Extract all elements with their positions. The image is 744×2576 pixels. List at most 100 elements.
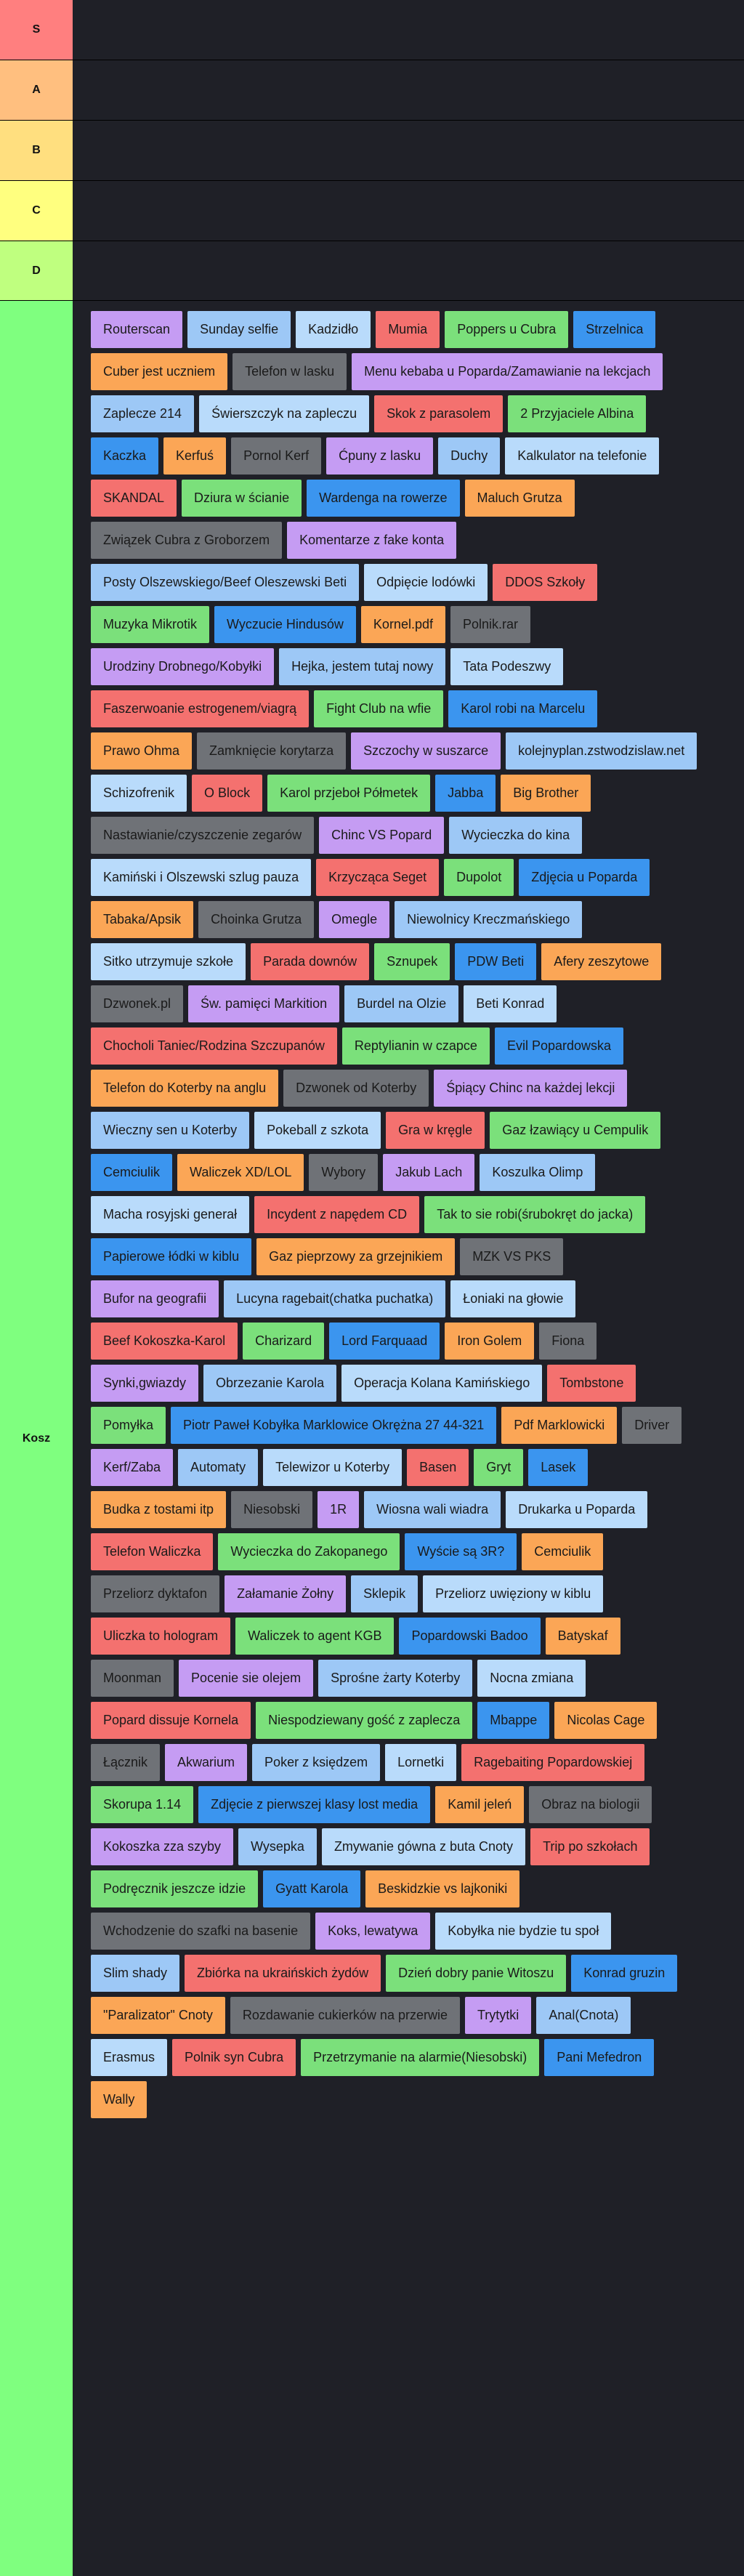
tier-item[interactable]: Pomyłka bbox=[91, 1407, 166, 1444]
tier-item[interactable]: Wardenga na rowerze bbox=[307, 480, 460, 517]
tier-item[interactable]: Menu kebaba u Poparda/Zamawianie na lekc… bbox=[352, 353, 663, 390]
tier-item[interactable]: Dzwonek.pl bbox=[91, 985, 184, 1022]
tier-item[interactable]: Telefon do Koterby na anglu bbox=[91, 1070, 279, 1107]
tier-item[interactable]: Wycieczka do Zakopanego bbox=[218, 1533, 400, 1570]
tier-item[interactable]: Reptylianin w czapce bbox=[341, 1027, 490, 1065]
tier-item[interactable]: Anal(Cnota) bbox=[536, 1997, 631, 2034]
tier-item[interactable]: Zamknięcie korytarza bbox=[197, 732, 347, 770]
tier-item[interactable]: "Paralizator" Cnoty bbox=[91, 1997, 225, 2034]
tier-item[interactable]: SKANDAL bbox=[91, 480, 177, 517]
tier-item[interactable]: Dzień dobry panie Witoszu bbox=[386, 1955, 567, 1992]
tier-item[interactable]: Zdjęcia u Poparda bbox=[519, 859, 650, 896]
tier-item[interactable]: Urodziny Drobnego/Kobyłki bbox=[91, 648, 275, 685]
tier-item[interactable]: Jabba bbox=[435, 775, 496, 812]
tier-item[interactable]: Pdf Marklowicki bbox=[501, 1407, 618, 1444]
tier-item[interactable]: Nicolas Cage bbox=[554, 1702, 658, 1739]
tier-drop-zone[interactable] bbox=[73, 60, 744, 120]
tier-item[interactable]: kolejnyplan.zstwodzislaw.net bbox=[506, 732, 698, 770]
tier-item[interactable]: Karol robi na Marcelu bbox=[448, 690, 598, 727]
tier-item[interactable]: Wycieczka do kina bbox=[449, 817, 583, 854]
tier-item[interactable]: Przetrzymanie na alarmie(Niesobski) bbox=[301, 2039, 540, 2076]
tier-item[interactable]: Koszulka Olimp bbox=[480, 1154, 596, 1191]
tier-item[interactable]: Ćpuny z lasku bbox=[326, 437, 434, 475]
tier-item[interactable]: Strzelnica bbox=[573, 311, 656, 348]
tier-item[interactable]: Beskidzkie vs lajkoniki bbox=[365, 1870, 520, 1907]
tier-item[interactable]: Obraz na biologii bbox=[529, 1786, 652, 1823]
tier-item[interactable]: Sitko utrzymuje szkołe bbox=[91, 943, 246, 980]
tier-item[interactable]: Beef Kokoszka-Karol bbox=[91, 1323, 238, 1360]
tier-item[interactable]: Kerf/Zaba bbox=[91, 1449, 174, 1486]
tier-item[interactable]: Erasmus bbox=[91, 2039, 168, 2076]
tier-item[interactable]: Kamiński i Olszewski szlug pauza bbox=[91, 859, 312, 896]
tier-item[interactable]: Załamanie Żołny bbox=[225, 1575, 347, 1612]
tier-item[interactable]: Kerfuś bbox=[163, 437, 227, 475]
tier-item[interactable]: Uliczka to hologram bbox=[91, 1618, 231, 1655]
tier-item[interactable]: Cemciulik bbox=[91, 1154, 173, 1191]
tier-item[interactable]: Fight Club na wfie bbox=[314, 690, 444, 727]
tier-drop-zone[interactable] bbox=[73, 241, 744, 300]
tier-item[interactable]: Gra w kręgle bbox=[386, 1112, 485, 1149]
tier-item[interactable]: Beti Konrad bbox=[464, 985, 557, 1022]
tier-item[interactable]: Cuber jest uczniem bbox=[91, 353, 228, 390]
tier-item[interactable]: Konrad gruzin bbox=[571, 1955, 678, 1992]
tier-item[interactable]: DDOS Szkoły bbox=[493, 564, 598, 601]
tier-drop-zone[interactable] bbox=[73, 0, 744, 60]
tier-item[interactable]: Pocenie sie olejem bbox=[179, 1660, 314, 1697]
tier-item[interactable]: Kobyłka nie bydzie tu społ bbox=[435, 1913, 612, 1950]
tier-drop-zone[interactable] bbox=[73, 181, 744, 241]
tier-item[interactable]: Wybory bbox=[309, 1154, 379, 1191]
tier-item[interactable]: Niesobski bbox=[231, 1491, 313, 1528]
tier-item[interactable]: Sklepik bbox=[351, 1575, 418, 1612]
tier-item[interactable]: Afery zeszytowe bbox=[541, 943, 662, 980]
tier-item[interactable]: Gaz łzawiący u Cempulik bbox=[490, 1112, 661, 1149]
tier-item[interactable]: Poppers u Cubra bbox=[445, 311, 569, 348]
tier-item[interactable]: Świerszczyk na zapleczu bbox=[199, 395, 370, 432]
tier-item[interactable]: Wieczny sen u Koterby bbox=[91, 1112, 250, 1149]
tier-item[interactable]: Duchy bbox=[438, 437, 501, 475]
tier-item[interactable]: Koks, lewatywa bbox=[315, 1913, 431, 1950]
tier-item[interactable]: Wysepka bbox=[238, 1828, 317, 1865]
tier-item[interactable]: Jakub Lach bbox=[383, 1154, 475, 1191]
tier-item[interactable]: Kamil jeleń bbox=[435, 1786, 525, 1823]
tier-item[interactable]: Rozdawanie cukierków na przerwie bbox=[230, 1997, 460, 2034]
tier-item[interactable]: Chinc VS Popard bbox=[319, 817, 445, 854]
tier-item[interactable]: Polnik syn Cubra bbox=[172, 2039, 296, 2076]
tier-item[interactable]: Poker z księdzem bbox=[252, 1744, 381, 1781]
tier-item[interactable]: Komentarze z fake konta bbox=[287, 522, 457, 559]
tier-item[interactable]: Lasek bbox=[528, 1449, 589, 1486]
tier-item[interactable]: Automaty bbox=[178, 1449, 259, 1486]
tier-item[interactable]: Budka z tostami itp bbox=[91, 1491, 227, 1528]
tier-item[interactable]: Kornel.pdf bbox=[360, 606, 445, 643]
tier-item[interactable]: Lord Farquaad bbox=[329, 1323, 440, 1360]
tier-item[interactable]: Burdel na Olzie bbox=[344, 985, 459, 1022]
tier-item[interactable]: Trip po szkołach bbox=[530, 1828, 650, 1865]
tier-item[interactable]: Karol przjeboł Półmetek bbox=[267, 775, 431, 812]
tier-item[interactable]: Batyskaf bbox=[545, 1618, 620, 1655]
tier-item[interactable]: Skok z parasolem bbox=[374, 395, 504, 432]
tier-item[interactable]: Chocholi Taniec/Rodzina Szczupanów bbox=[91, 1027, 337, 1065]
tier-item[interactable]: Operacja Kolana Kamińskiego bbox=[341, 1365, 543, 1402]
tier-item[interactable]: Wiosna wali wiadra bbox=[364, 1491, 501, 1528]
tier-item[interactable]: Tak to sie robi(śrubokręt do jacka) bbox=[424, 1196, 646, 1233]
tier-item[interactable]: Lucyna ragebait(chatka puchatka) bbox=[224, 1280, 446, 1317]
tier-item[interactable]: Driver bbox=[622, 1407, 682, 1444]
tier-item[interactable]: Trytytki bbox=[464, 1997, 532, 2034]
tier-item[interactable]: Łącznik bbox=[91, 1744, 161, 1781]
tier-item[interactable]: Kadzidło bbox=[296, 311, 371, 348]
tier-drop-zone[interactable] bbox=[73, 121, 744, 180]
tier-item[interactable]: Synki,gwiazdy bbox=[91, 1365, 199, 1402]
tier-item[interactable]: Big Brother bbox=[501, 775, 591, 812]
tier-item[interactable]: Wally bbox=[91, 2081, 147, 2118]
tier-item[interactable]: Sunday selfie bbox=[187, 311, 291, 348]
tier-item[interactable]: Obrzezanie Karola bbox=[203, 1365, 337, 1402]
tier-item[interactable]: Basen bbox=[407, 1449, 469, 1486]
tier-item[interactable]: Maluch Grutza bbox=[464, 480, 575, 517]
tier-item[interactable]: MZK VS PKS bbox=[460, 1238, 564, 1275]
tier-item[interactable]: Parada downów bbox=[251, 943, 370, 980]
tier-item[interactable]: Gryt bbox=[474, 1449, 524, 1486]
tier-item[interactable]: Niespodziewany gość z zaplecza bbox=[256, 1702, 473, 1739]
tier-item[interactable]: Pani Mefedron bbox=[544, 2039, 655, 2076]
tier-item[interactable]: Fiona bbox=[539, 1323, 597, 1360]
tier-item[interactable]: Evil Popardowska bbox=[494, 1027, 624, 1065]
